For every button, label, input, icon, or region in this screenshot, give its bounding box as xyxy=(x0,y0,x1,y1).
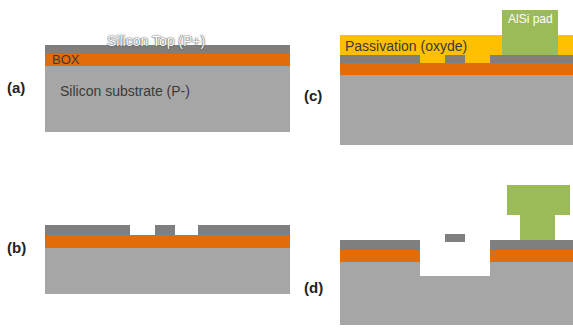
alsi-pad xyxy=(507,185,570,240)
alsi-pad xyxy=(502,10,558,55)
silicon-top-layer xyxy=(198,225,290,235)
silicon-top-layer xyxy=(490,240,573,250)
layer-band: Silicon Top (P+) xyxy=(45,45,290,54)
layer-label: AlSi pad xyxy=(508,13,553,25)
released-beam xyxy=(445,234,465,242)
substrate-layer xyxy=(45,248,290,294)
panel-label: (a) xyxy=(7,80,25,95)
panel-label: (b) xyxy=(7,240,26,255)
substrate-layer xyxy=(45,66,290,132)
box-layer xyxy=(340,63,573,75)
layer-band: Silicon substrate (P-) xyxy=(45,66,290,132)
layer-label: Passivation (oxyde) xyxy=(345,39,467,53)
layer-label: Silicon Top (P+) xyxy=(107,34,205,48)
silicon-top-layer xyxy=(340,55,420,63)
substrate-layer xyxy=(340,262,573,325)
box-layer xyxy=(490,250,573,262)
layer-band: BOX xyxy=(45,54,290,66)
silicon-top-layer xyxy=(155,225,175,235)
silicon-top-layer xyxy=(445,55,465,63)
panel-label: (d) xyxy=(304,280,323,295)
silicon-top-layer xyxy=(45,225,130,235)
layer-band: Passivation (oxyde) xyxy=(340,35,500,55)
layer-band: AlSi pad xyxy=(502,10,558,55)
box-layer xyxy=(340,250,420,262)
silicon-top-layer xyxy=(340,240,420,250)
box-layer xyxy=(45,235,290,248)
layer-label: Silicon substrate (P-) xyxy=(60,84,190,98)
silicon-top-layer xyxy=(490,55,573,63)
substrate-layer xyxy=(340,75,573,145)
layer-label: BOX xyxy=(52,53,79,66)
panel-label: (c) xyxy=(304,88,322,103)
box-layer xyxy=(45,54,290,66)
